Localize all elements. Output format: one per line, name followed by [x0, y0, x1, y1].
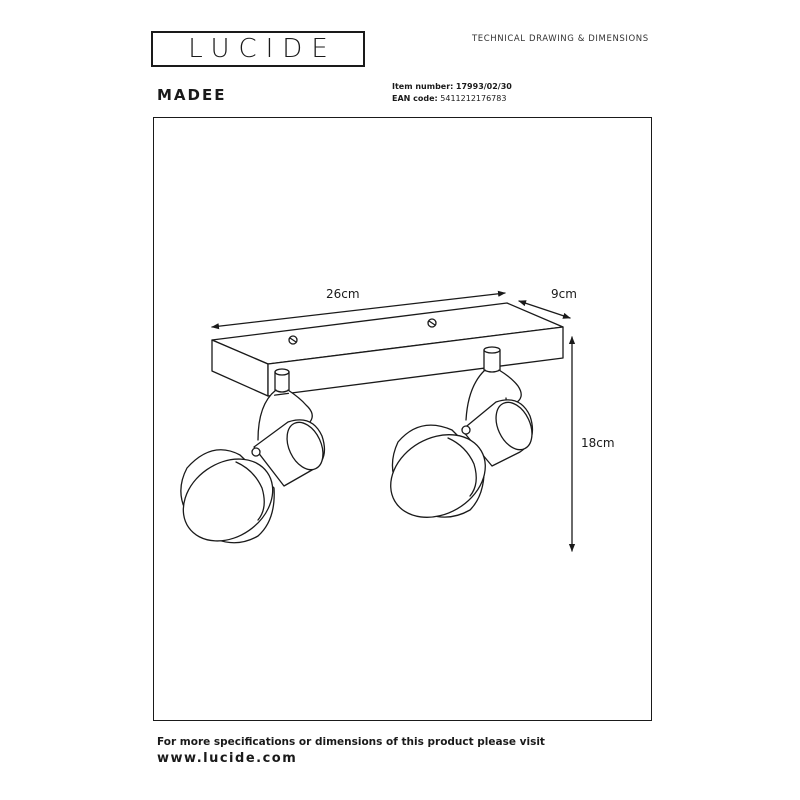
drawing-frame	[153, 117, 652, 721]
spotlight-right	[390, 346, 534, 518]
item-number-value: 17993/02/30	[455, 82, 512, 91]
website-link[interactable]: www.lucide.com	[157, 751, 298, 766]
item-number-label: Item number:	[392, 82, 454, 91]
item-number: Item number: 17993/02/30	[392, 82, 512, 91]
footer-note: For more specifications or dimensions of…	[157, 736, 545, 748]
length-dimension-line	[211, 290, 506, 330]
depth-label: 9cm	[551, 287, 577, 301]
height-label: 18cm	[581, 436, 615, 450]
ean-code: EAN code: 5411212176783	[392, 94, 506, 103]
spotlight-left	[180, 368, 326, 544]
product-name: MADEE	[157, 86, 227, 104]
document-type: TECHNICAL DRAWING & DIMENSIONS	[472, 34, 649, 44]
length-label: 26cm	[326, 287, 360, 301]
ean-code-value: 5411212176783	[440, 94, 507, 103]
logo-text: LUCIDE	[188, 34, 337, 64]
depth-dimension-line	[518, 300, 571, 319]
plate-screws	[288, 318, 437, 345]
mounting-plate	[211, 302, 564, 397]
lucide-logo: LUCIDE	[151, 31, 365, 67]
ean-code-label: EAN code:	[392, 94, 438, 103]
